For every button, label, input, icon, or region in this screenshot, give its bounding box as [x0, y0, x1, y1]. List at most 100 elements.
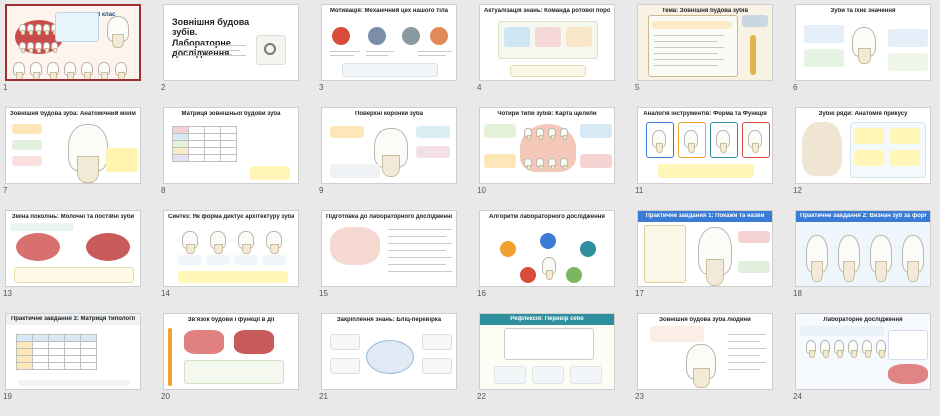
slide-preview[interactable]: Аналогія інструментів: Форма та Функція: [637, 107, 773, 184]
text-line: [388, 229, 452, 230]
slide-preview[interactable]: Зміна поколінь: Молочні та постійні зуби: [5, 210, 141, 287]
slide-preview[interactable]: Практичне завдання 1: Покажи та назви: [637, 210, 773, 287]
tooth-root-shape: [526, 164, 531, 170]
slide-thumbnail-13[interactable]: Зміна поколінь: Молочні та постійні зуби…: [3, 210, 143, 300]
slide-number: 5: [635, 83, 640, 92]
slide-preview[interactable]: Практичне завдання 3: Матриця типології: [5, 313, 141, 390]
tooth-root-shape: [865, 350, 871, 358]
text-line: [654, 41, 718, 42]
sticky-note: [854, 128, 884, 144]
sticky-note: [250, 166, 290, 180]
tooth-icon: [806, 340, 816, 358]
clipboard-header: [652, 21, 732, 29]
tooth-root-shape: [37, 48, 42, 53]
slide-preview[interactable]: Лабораторне дослідження: [795, 313, 931, 390]
slide-preview[interactable]: Зв'язок будови і функції в дії: [163, 313, 299, 390]
tooth-root-shape: [907, 260, 920, 282]
quiz-card: [422, 334, 452, 350]
slide-thumbnail-4[interactable]: Актуалізація знань: Команда ротової поро…: [477, 4, 617, 94]
tooth-icon: [19, 42, 26, 53]
slide-preview[interactable]: Біологія 8 класЗовнішня будова зубів: [5, 4, 141, 81]
text-line: [176, 55, 246, 56]
tooth-icon: [238, 231, 254, 254]
slide-title-bar: Практичне завдання 3: Матриця типології: [6, 314, 140, 325]
worksheet-strip: [650, 326, 704, 342]
slide-preview[interactable]: Закріплення знань: Бліц-перевірка: [321, 313, 457, 390]
tooth-root-shape: [33, 72, 40, 79]
slide-thumbnail-18[interactable]: Практичне завдання 2: Визнач зуб за форм…: [793, 210, 933, 300]
text-line: [728, 369, 760, 370]
brain-illustration: [366, 340, 414, 374]
tooth-root-shape: [705, 259, 725, 286]
slide-preview[interactable]: Зовнішня будова зуба людини: [637, 313, 773, 390]
slide-preview[interactable]: Підготовка до лабораторного дослідження: [321, 210, 457, 287]
tooth-icon: [524, 128, 532, 140]
step-circle: [520, 267, 536, 283]
slide-preview[interactable]: Зовнішня будова зубів. Лабораторне дослі…: [163, 4, 299, 81]
slide-title: Практичне завдання 1: Покажи та назви: [645, 213, 765, 219]
slide-preview[interactable]: Рефлексія: Перевір себе: [479, 313, 615, 390]
slide-preview[interactable]: Практичне завдання 2: Визнач зуб за форм…: [795, 210, 931, 287]
tooth-root-shape: [823, 350, 829, 358]
slide-number: 19: [3, 392, 12, 401]
slide-preview[interactable]: Поверхні коронки зуба: [321, 107, 457, 184]
tooth-icon: [47, 62, 59, 79]
goggles-icon: [742, 15, 768, 27]
slide-thumbnail-7[interactable]: Зовнішня будова зуба: Анатомічний мініму…: [3, 107, 143, 197]
label-box: [484, 154, 516, 168]
quiz-card: [330, 334, 360, 350]
slide-preview[interactable]: Мотивація: Механічний цех нашого тіла: [321, 4, 457, 81]
slide-preview[interactable]: Зубні ряди: Анатомія прикусу: [795, 107, 931, 184]
tooth-icon: [13, 62, 25, 79]
sticky-note: [890, 150, 920, 166]
tooth-root-shape: [837, 350, 843, 358]
slide-preview[interactable]: Актуалізація знань: Команда ротової поро…: [479, 4, 615, 81]
tooth-root-shape: [53, 48, 58, 53]
timeline-bar: [168, 328, 172, 386]
tooth-root-shape: [67, 72, 74, 79]
tooth-icon: [182, 231, 198, 254]
text-line: [330, 51, 360, 52]
slide-thumbnail-2[interactable]: Зовнішня будова зубів. Лабораторне дослі…: [161, 4, 301, 94]
tooth-icon: [560, 158, 568, 170]
milk-teeth-image: [16, 233, 60, 261]
tooth-root-shape: [77, 156, 99, 183]
slide-thumbnail-14[interactable]: Синтез: Як форма диктує архітектуру зуба…: [161, 210, 301, 300]
slide-preview[interactable]: Зовнішня будова зуба: Анатомічний мініму…: [5, 107, 141, 184]
slide-preview[interactable]: Чотири типи зубів: Карта щелепи: [479, 107, 615, 184]
permanent-teeth-image: [86, 233, 130, 261]
slide-thumbnail-5[interactable]: Тема: Зовнішня будова зубів 5: [635, 4, 775, 94]
slide-preview[interactable]: Алгоритм лабораторного дослідження: [479, 210, 615, 287]
tooth-root-shape: [37, 30, 42, 35]
slide-preview[interactable]: Матриця зовнішньої будови зуба: [163, 107, 299, 184]
task-card: [644, 225, 686, 283]
slide-thumbnail-19[interactable]: Практичне завдання 3: Матриця типології 1…: [3, 313, 143, 403]
tooth-icon: [548, 158, 556, 170]
slide-preview[interactable]: Синтез: Як форма диктує архітектуру зуба: [163, 210, 299, 287]
slide-preview[interactable]: Зуби та їхнє значення: [795, 4, 931, 81]
tooth-icon: [51, 42, 58, 53]
slide-thumbnail-1[interactable]: Біологія 8 класЗовнішня будова зубів1: [3, 4, 143, 94]
tooth-icon: [27, 42, 34, 53]
text-line: [388, 250, 446, 251]
answer-card: [888, 330, 928, 360]
slide-preview[interactable]: Тема: Зовнішня будова зубів: [637, 4, 773, 81]
tooth-root-shape: [45, 48, 50, 53]
label-box: [738, 231, 770, 243]
tooth-icon: [19, 24, 26, 35]
